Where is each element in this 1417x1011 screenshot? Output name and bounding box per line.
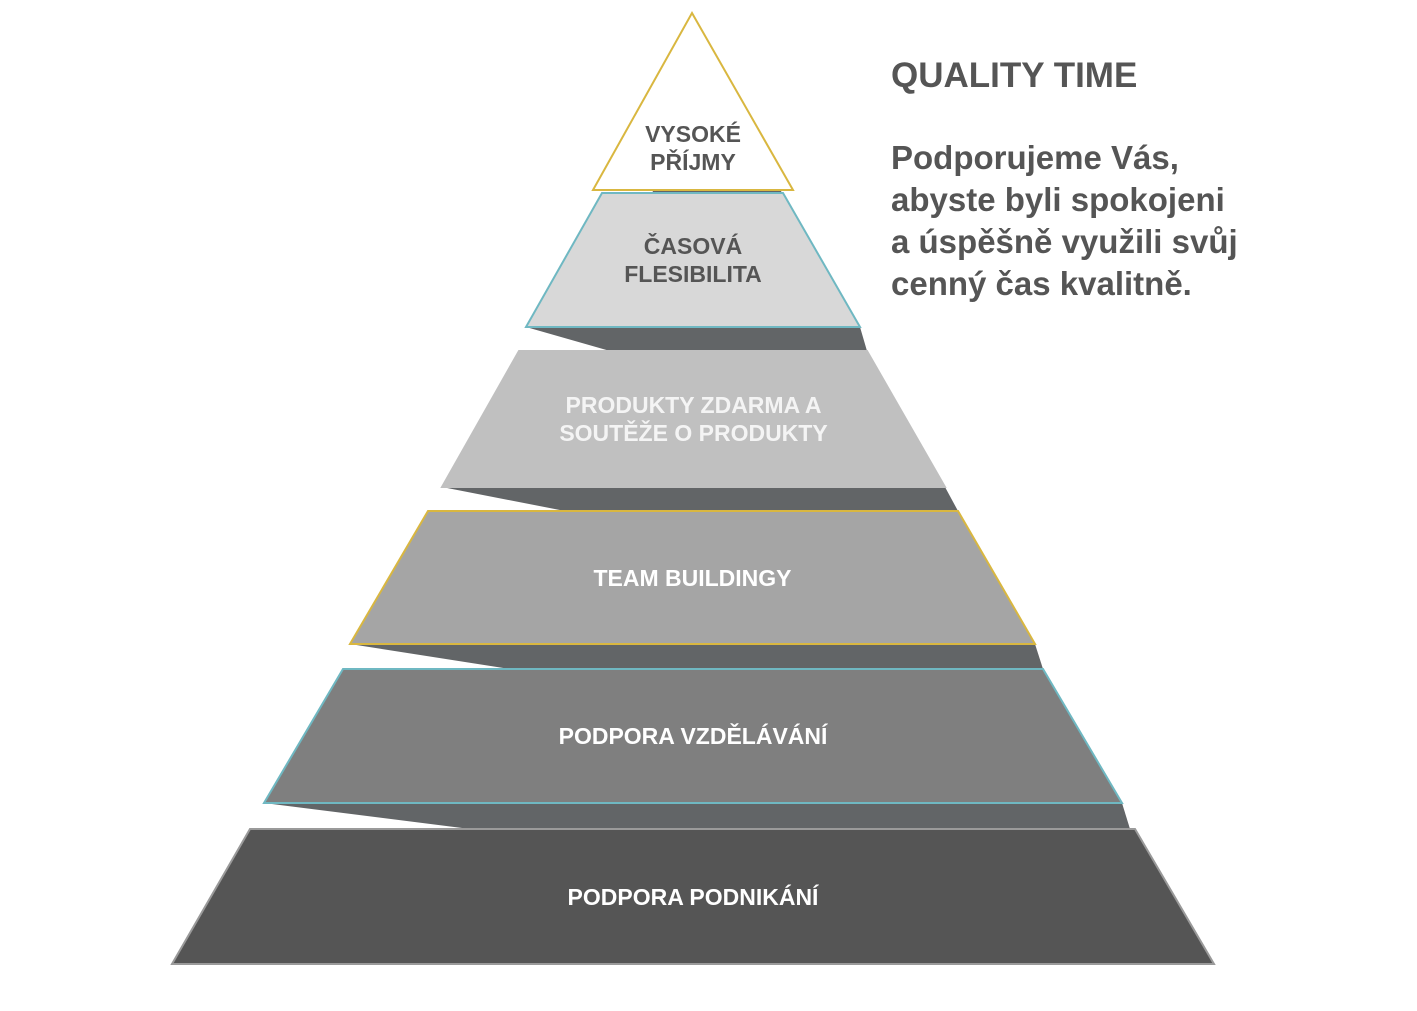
title-block: QUALITY TIME Podporujeme Vás, abyste byl… bbox=[891, 55, 1401, 305]
pyramid-tier-6 bbox=[170, 828, 1216, 965]
subtitle-line-4: cenný čas kvalitně. bbox=[891, 265, 1192, 302]
pyramid-tiers bbox=[170, 10, 1216, 965]
tier-connector-3 bbox=[442, 487, 958, 511]
subtitle: Podporujeme Vás, abyste byli spokojeni a… bbox=[891, 137, 1401, 305]
subtitle-line-1: Podporujeme Vás, bbox=[891, 139, 1179, 176]
tier-label-line: PŘÍJMY bbox=[650, 149, 736, 175]
tier-label-line: VYSOKÉ bbox=[645, 121, 741, 147]
tier-connector-5 bbox=[264, 803, 1130, 829]
pyramid-connectors bbox=[264, 190, 1130, 829]
pyramid-tier-1 bbox=[591, 10, 795, 191]
tier-label-line: PODPORA VZDĚLÁVÁNÍ bbox=[558, 723, 828, 749]
tier-label-5: PODPORA VZDĚLÁVÁNÍ bbox=[559, 722, 828, 750]
tier-label-line: TEAM BUILDINGY bbox=[593, 564, 792, 591]
pyramid-tier-5 bbox=[262, 668, 1124, 804]
page-title: QUALITY TIME bbox=[891, 56, 1138, 95]
tier-label-line: FLESIBILITA bbox=[624, 261, 762, 287]
subtitle-line-3: a úspěšně využili svůj bbox=[891, 223, 1238, 260]
tier-label-line: PODPORA PODNIKÁNÍ bbox=[567, 883, 819, 910]
tier-label-line: ČASOVÁ bbox=[643, 233, 743, 259]
subtitle-line-2: abyste byli spokojeni bbox=[891, 181, 1225, 218]
tier-label-line: PRODUKTY ZDARMA A bbox=[565, 392, 822, 418]
pyramid-tier-2 bbox=[524, 192, 862, 328]
pyramid-tier-4 bbox=[348, 510, 1037, 645]
tier-label-6: PODPORA PODNIKÁNÍ bbox=[568, 883, 819, 911]
tier-connector-2 bbox=[526, 327, 867, 351]
tier-connector-4 bbox=[350, 644, 1043, 669]
pyramid-tier-3 bbox=[440, 350, 947, 488]
tier-label-line: SOUTĚŽE O PRODUKTY bbox=[559, 420, 828, 446]
tier-label-4: TEAM BUILDINGY bbox=[593, 564, 791, 592]
